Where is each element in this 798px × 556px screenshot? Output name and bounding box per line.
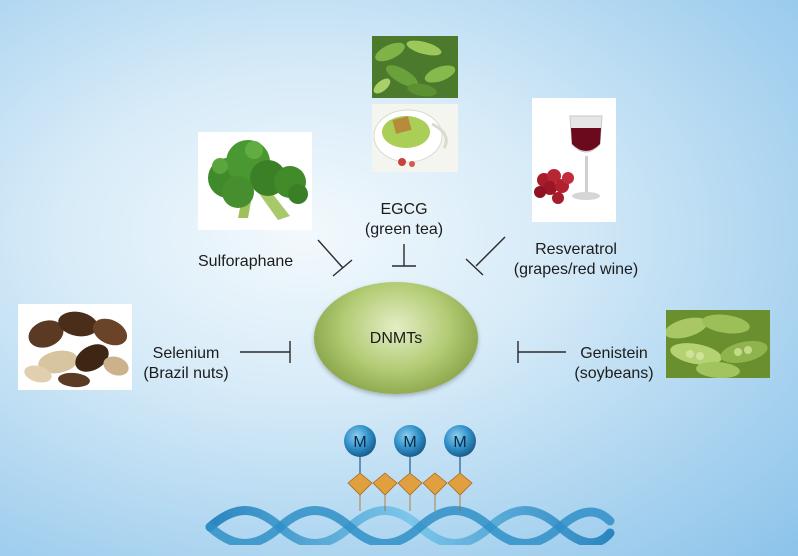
egcg-source: (green tea)	[364, 221, 444, 238]
resveratrol-source: (grapes/red wine)	[513, 261, 639, 278]
dna-helix	[205, 506, 615, 545]
resveratrol-name: Resveratrol	[535, 241, 617, 258]
resveratrol-inhibition-arrow	[465, 236, 506, 276]
selenium-inhibition-arrow	[240, 341, 291, 363]
selenium-name: Selenium	[152, 345, 220, 362]
soybeans-image	[666, 310, 770, 378]
broccoli-image	[198, 132, 312, 230]
brazil-nuts-image	[18, 304, 132, 390]
methyl-label: M	[403, 434, 416, 451]
cpg-linkers	[347, 472, 473, 511]
genistein-name: Genistein	[580, 345, 648, 362]
egcg-name: EGCG	[380, 201, 428, 218]
methyl-group: M	[394, 425, 426, 457]
genistein-inhibition-arrow	[517, 341, 566, 363]
methylated-dna: M M M	[205, 425, 615, 545]
egcg-inhibition-arrow	[392, 244, 416, 267]
dnmts-ellipse	[314, 282, 478, 394]
sulforaphane-inhibition-arrow	[317, 239, 353, 277]
resveratrol-label: Resveratrol (grapes/red wine)	[506, 240, 646, 280]
methyl-label: M	[453, 434, 466, 451]
red-wine-grapes-image	[532, 98, 616, 222]
egcg-label: EGCG (green tea)	[354, 200, 454, 240]
selenium-source: (Brazil nuts)	[143, 365, 229, 382]
sulforaphane-label: Sulforaphane	[198, 253, 294, 270]
methyl-group: M	[444, 425, 476, 457]
genistein-label: Genistein (soybeans)	[566, 344, 662, 384]
genistein-source: (soybeans)	[574, 365, 654, 382]
methyl-group: M	[344, 425, 376, 457]
selenium-label: Selenium (Brazil nuts)	[136, 344, 236, 384]
methyl-label: M	[353, 434, 366, 451]
dnmts-label: DNMTs	[369, 330, 423, 347]
tea-leaves-image	[372, 36, 458, 98]
green-tea-cup-image	[372, 104, 458, 172]
